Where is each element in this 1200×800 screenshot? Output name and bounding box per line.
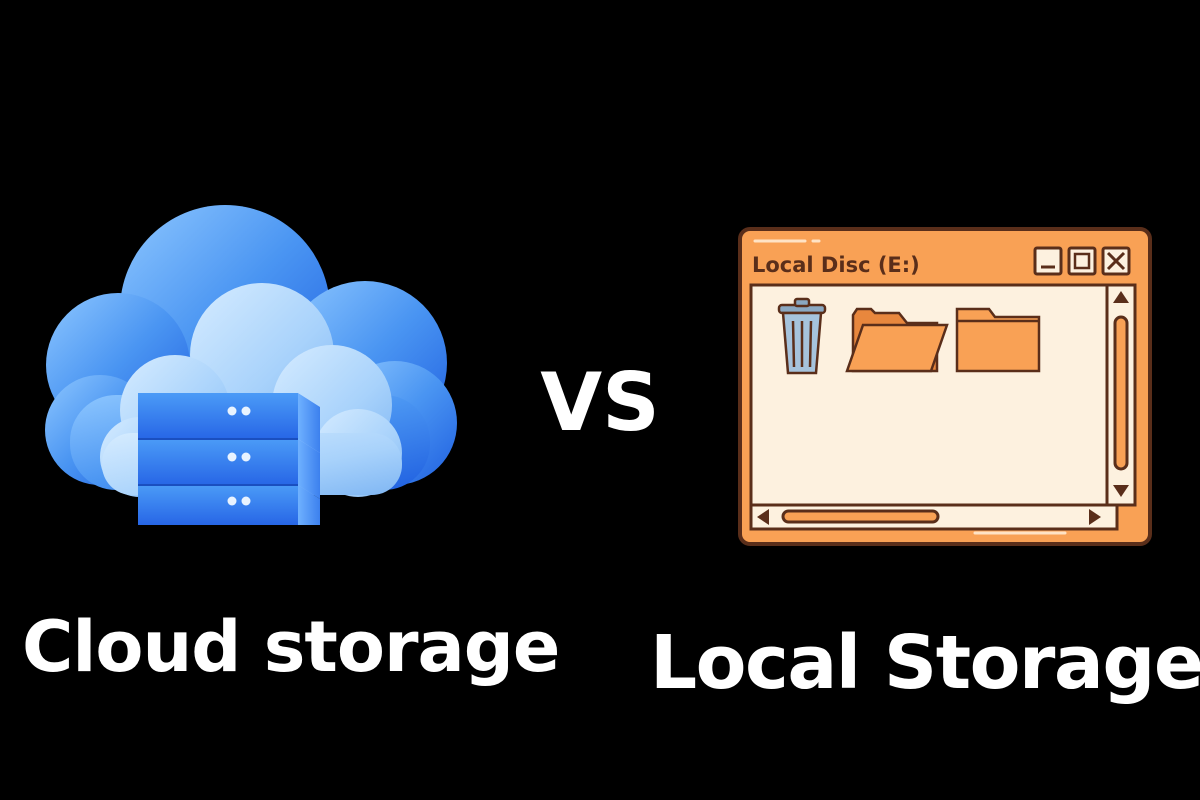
local-disc-window: Local Disc (E:)	[738, 227, 1152, 546]
horizontal-scrollbar[interactable]	[749, 503, 1119, 531]
cloud-storage-caption: Cloud storage	[22, 606, 560, 688]
vertical-scrollbar[interactable]	[1105, 283, 1137, 507]
cloud-storage-illustration	[40, 195, 470, 540]
close-button[interactable]	[1101, 246, 1131, 276]
scroll-left-arrow-icon	[757, 509, 769, 525]
scroll-right-arrow-icon	[1089, 509, 1101, 525]
cloud-server-icon	[45, 205, 457, 525]
server-stack	[138, 393, 320, 525]
trash-can-icon[interactable]	[777, 297, 827, 375]
window-title: Local Disc (E:)	[752, 253, 920, 277]
maximize-button[interactable]	[1067, 246, 1097, 276]
vertical-scroll-thumb	[1113, 315, 1129, 471]
local-storage-caption: Local Storage	[650, 620, 1200, 706]
vs-label: VS	[540, 356, 660, 449]
open-folder-icon[interactable]	[845, 307, 949, 373]
closed-folder-icon[interactable]	[955, 307, 1041, 373]
scroll-up-arrow-icon	[1113, 291, 1129, 303]
scroll-down-arrow-icon	[1113, 485, 1129, 497]
minimize-button[interactable]	[1033, 246, 1063, 276]
horizontal-scroll-thumb	[781, 509, 940, 524]
local-disc-window-illustration: Local Disc (E:)	[735, 225, 1155, 550]
